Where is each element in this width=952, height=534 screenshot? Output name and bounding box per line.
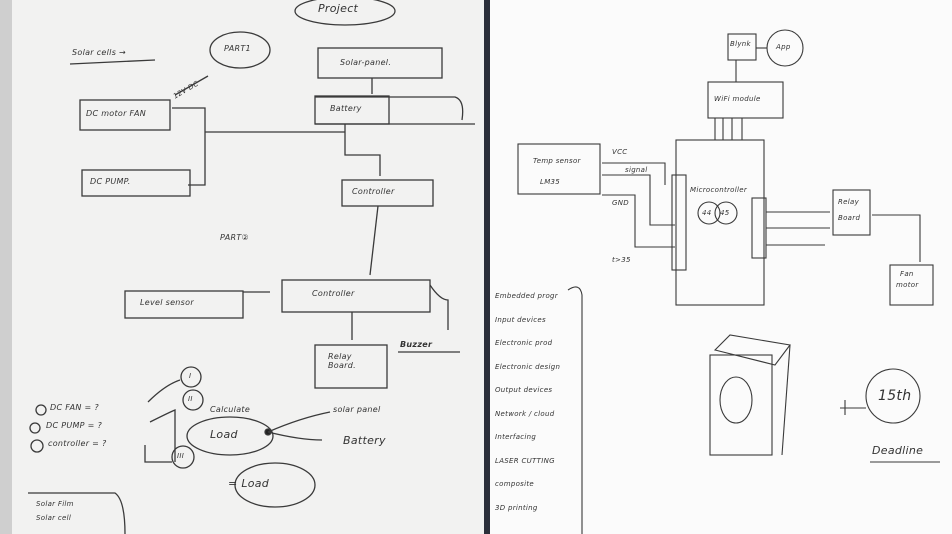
temp-sensor-label: Temp sensor [533,157,581,165]
motor-label: motor [896,281,919,289]
topic-item: Electronic prod [495,339,553,347]
relay-board-block: Relay Board. [328,352,356,370]
note-solar-film: Solar Film [36,500,74,508]
topic-item: LASER CUTTING [495,456,555,465]
numeral-3: III [177,452,185,460]
topic-item: Output devices [495,386,553,394]
gnd-label: GND [612,199,629,207]
signal-label: signal [625,166,648,174]
calc-item-fan: DC FAN = ? [50,403,99,412]
solar-panel-block: Solar-panel. [340,58,392,67]
note-solar-cell: Solar cell [36,514,72,522]
solar-panel-target: solar panel [333,405,381,414]
topic-item: Network / cloud [495,409,555,418]
numeral-1: I [189,372,192,380]
page-edge [0,0,12,534]
calc-item-pump: DC PUMP = ? [46,421,103,430]
fan-label: Fan [900,270,914,278]
topic-item: 3D printing [495,503,538,512]
controller-block-1: Controller [352,187,395,196]
blynk-block: Blynk [730,40,751,48]
topic-item: composite [495,480,535,488]
dc-fan-block: DC motor FAN [86,109,147,118]
numeral-2: II [188,395,193,403]
right-sketch-page: Blynk App WiFi module Microcontroller 44… [490,0,952,534]
board-label: Board [838,214,861,222]
solar-cells-label: Solar cells → [72,48,127,57]
calculate-label: Calculate [210,405,251,414]
deadline-date: 15th [878,388,912,404]
pin-44: 44 [702,209,712,217]
battery-block: Battery [330,104,362,113]
topic-item: Input devices [495,315,546,324]
microcontroller-label: Microcontroller [690,186,748,194]
topic-item: Interfacing [495,433,537,441]
level-sensor-block: Level sensor [140,298,194,307]
controller-block-2: Controller [312,289,355,298]
lm35-label: LM35 [540,178,561,186]
page-divider [484,0,490,534]
equals-load-label: = Load [228,477,270,490]
dc-pump-block: DC PUMP. [90,177,131,186]
relay-label: Relay [838,198,860,206]
wifi-module-block: WiFi module [714,95,761,103]
vcc-label: VCC [612,148,628,156]
topic-item: Embedded progr [495,292,558,300]
condition-label: t>35 [612,256,631,264]
right-sketch-lines [517,29,940,534]
left-sketch-lines [28,0,475,534]
part2-label: PART② [220,233,250,242]
pin-45: 45 [720,209,730,217]
calc-item-controller: controller = ? [48,439,107,448]
battery-target: Battery [343,434,386,447]
topic-item: Electronic design [495,362,561,371]
part1-label: PART1 [224,44,251,53]
app-circle: App [776,43,791,51]
load-label: Load [210,428,238,441]
buzzer-label: Buzzer [400,340,433,349]
left-notebook-page: Project Solar cells → PART1 12V DC Solar… [0,0,484,534]
deadline-label: Deadline [872,444,924,457]
project-title: Project [318,2,359,15]
topics-list: Embedded progr Input devices Electronic … [495,292,560,527]
